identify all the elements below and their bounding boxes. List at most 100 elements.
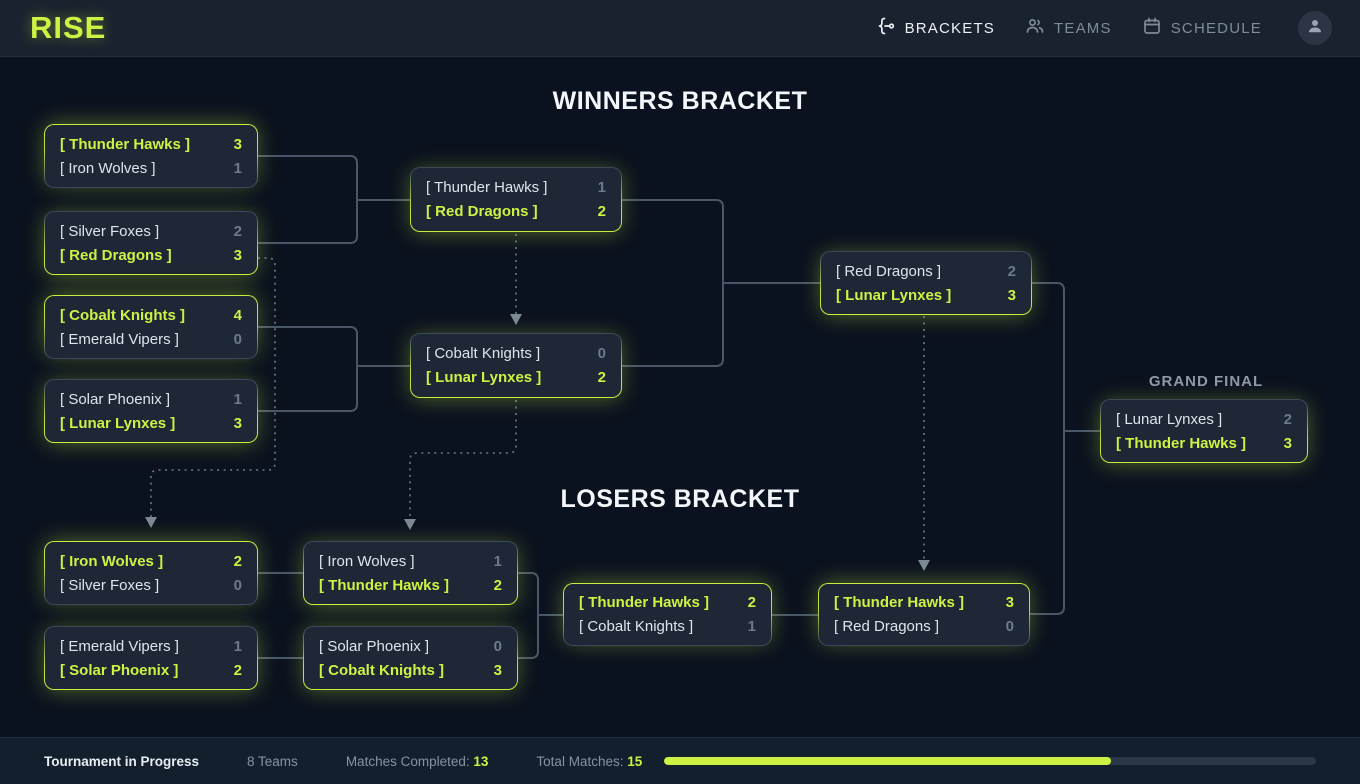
match-row: [ Emerald Vipers ] 0 [45, 329, 257, 350]
match-card[interactable]: [ Iron Wolves ]2 [ Silver Foxes ]0 [44, 541, 258, 605]
team-score: 1 [233, 637, 242, 655]
match-row: [ Iron Wolves ] 1 [45, 158, 257, 179]
team-score: 2 [233, 222, 242, 240]
team-name: [ Red Dragons ] [426, 203, 538, 220]
team-name: [ Emerald Vipers ] [60, 330, 179, 348]
team-name: [ Thunder Hawks ] [834, 594, 965, 611]
team-score: 1 [233, 159, 242, 177]
team-score: 2 [233, 661, 242, 679]
team-name: [ Lunar Lynxes ] [1116, 410, 1223, 428]
team-name: [ Lunar Lynxes ] [60, 414, 176, 432]
team-score: 3 [1007, 286, 1016, 304]
team-name: [ Cobalt Knights ] [579, 618, 694, 635]
match-row: [ Emerald Vipers ]1 [45, 636, 257, 657]
matches-completed-value: 13 [473, 753, 489, 769]
match-card[interactable]: [ Red Dragons ]2 [ Lunar Lynxes ] 3 [820, 251, 1032, 315]
match-row: [ Red Dragons ] 2 [411, 201, 621, 222]
team-score: 3 [233, 414, 242, 432]
team-score: 3 [1005, 594, 1014, 611]
team-score: 1 [597, 179, 606, 196]
team-score: 3 [1283, 434, 1292, 452]
team-score: 1 [493, 552, 502, 570]
match-card-grand-final[interactable]: [ Lunar Lynxes ] 2 [ Thunder Hawks ] 3 [1100, 399, 1308, 463]
team-score: 0 [493, 637, 502, 655]
match-card[interactable]: [ Thunder Hawks ]3 [ Iron Wolves ]1 [44, 124, 258, 188]
nav-item-brackets[interactable]: BRACKETS [876, 16, 995, 40]
team-score: 2 [493, 576, 502, 594]
app-logo[interactable]: RISE [30, 10, 107, 45]
team-score: 3 [493, 661, 502, 679]
nav-item-label: BRACKETS [904, 19, 996, 37]
tournament-status: Tournament in Progress [44, 753, 200, 769]
team-score: 2 [597, 369, 606, 386]
losers-bracket-title: LOSERS BRACKET [560, 485, 800, 513]
team-name: [ Lunar Lynxes ] [836, 286, 952, 304]
match-row: [ Solar Phoenix ]2 [45, 660, 257, 681]
team-name: [ Red Dragons ] [60, 246, 172, 264]
total-matches-value: 15 [627, 753, 643, 769]
match-row: [ Solar Phoenix ]1 [45, 389, 257, 410]
match-row: [ Thunder Hawks ] 2 [304, 575, 517, 596]
team-score: 0 [233, 330, 242, 348]
team-name: [ Silver Foxes ] [60, 222, 160, 240]
team-name: [ Red Dragons ] [834, 618, 940, 635]
match-card[interactable]: [ Solar Phoenix ] 0 [ Cobalt Knights ]3 [303, 626, 518, 690]
matches-completed: Matches Completed: 13 [345, 753, 489, 769]
match-row: [ Lunar Lynxes ] 2 [1101, 409, 1307, 430]
match-row: [ Red Dragons ] 0 [819, 616, 1029, 637]
match-row: [ Cobalt Knights ] 1 [564, 616, 771, 637]
team-score: 4 [233, 306, 242, 324]
team-score: 2 [747, 594, 756, 611]
match-card[interactable]: [ Iron Wolves ] 1 [ Thunder Hawks ] 2 [303, 541, 518, 605]
grand-final-label: GRAND FINAL [1148, 373, 1264, 390]
team-score: 2 [1283, 410, 1292, 428]
team-score: 1 [747, 618, 756, 635]
team-score: 0 [1005, 618, 1014, 635]
team-name: [ Thunder Hawks ] [1116, 434, 1247, 452]
team-score: 3 [233, 246, 242, 264]
team-name: [ Thunder Hawks ] [60, 135, 191, 153]
team-score: 0 [597, 345, 606, 362]
match-row: [ Thunder Hawks ]1 [411, 177, 621, 198]
match-row: [ Thunder Hawks ] 2 [564, 592, 771, 613]
teams-count: 8 Teams [247, 753, 298, 769]
match-card[interactable]: [ Emerald Vipers ]1 [ Solar Phoenix ]2 [44, 626, 258, 690]
match-row: [ Red Dragons ]2 [821, 261, 1031, 282]
match-row: [ Thunder Hawks ] 3 [819, 592, 1029, 613]
match-card[interactable]: [ Thunder Hawks ] 2 [ Cobalt Knights ] 1 [563, 583, 772, 646]
match-row: [ Cobalt Knights ] 0 [411, 343, 621, 364]
users-icon [1025, 16, 1045, 40]
team-name: [ Solar Phoenix ] [319, 637, 430, 655]
match-card[interactable]: [ Cobalt Knights ] 0 [ Lunar Lynxes ] 2 [410, 333, 622, 398]
match-card[interactable]: [ Thunder Hawks ]1 [ Red Dragons ] 2 [410, 167, 622, 232]
match-row: [ Lunar Lynxes ] 2 [411, 367, 621, 388]
team-name: [ Thunder Hawks ] [579, 594, 710, 611]
match-card[interactable]: [ Silver Foxes ] 2 [ Red Dragons ] 3 [44, 211, 258, 275]
team-score: 2 [597, 203, 606, 220]
team-name: [ Lunar Lynxes ] [426, 369, 542, 386]
team-name: [ Iron Wolves ] [60, 552, 164, 570]
match-card[interactable]: [ Thunder Hawks ] 3 [ Red Dragons ] 0 [818, 583, 1030, 646]
total-matches: Total Matches: 15 [536, 753, 643, 769]
nav-item-label: SCHEDULE [1170, 19, 1262, 37]
user-avatar[interactable] [1298, 11, 1332, 45]
team-name: [ Iron Wolves ] [60, 159, 156, 177]
match-card[interactable]: [ Cobalt Knights ] 4 [ Emerald Vipers ] 0 [44, 295, 258, 359]
status-bar: Tournament in Progress 8 Teams Matches C… [0, 737, 1360, 784]
team-name: [ Iron Wolves ] [319, 552, 415, 570]
team-score: 2 [1007, 262, 1016, 280]
team-name: [ Cobalt Knights ] [426, 345, 541, 362]
nav-item-schedule[interactable]: SCHEDULE [1142, 16, 1262, 40]
match-card[interactable]: [ Solar Phoenix ]1 [ Lunar Lynxes ] 3 [44, 379, 258, 443]
team-score: 0 [233, 576, 242, 594]
team-name: [ Thunder Hawks ] [319, 576, 450, 594]
team-name: [ Cobalt Knights ] [60, 306, 185, 324]
calendar-icon [1142, 16, 1162, 40]
match-row: [ Cobalt Knights ]3 [304, 660, 517, 681]
match-row: [ Cobalt Knights ] 4 [45, 305, 257, 326]
match-row: [ Silver Foxes ]0 [45, 575, 257, 596]
app-header: RISE BRACKETS TEAMS SCHEDULE [0, 0, 1360, 57]
match-row: [ Solar Phoenix ] 0 [304, 636, 517, 657]
nav-item-teams[interactable]: TEAMS [1025, 16, 1112, 40]
